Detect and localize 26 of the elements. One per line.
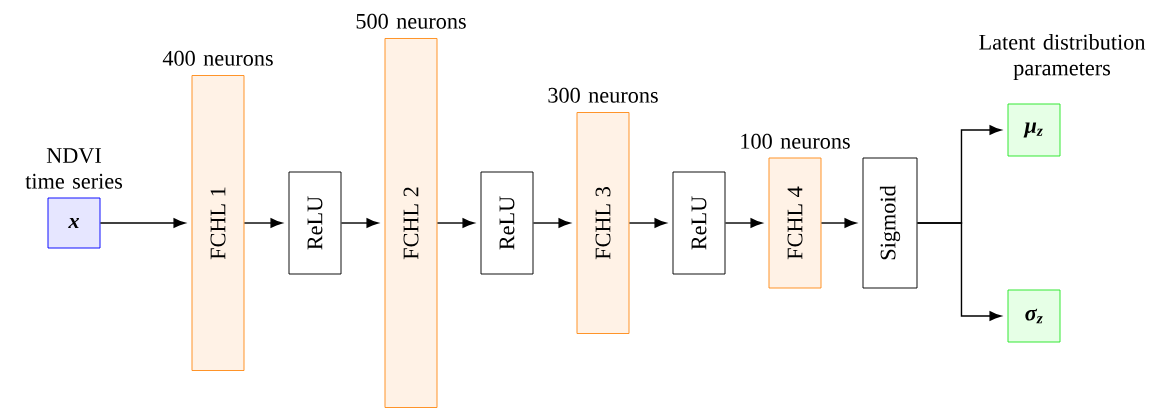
- heading-label: Latent distribution parameters: [979, 34, 1146, 80]
- arrow: [243, 218, 283, 228]
- output-box: σ$_{z}$: [1007, 289, 1061, 343]
- arrow: [628, 218, 667, 228]
- activation-box: ReLU: [480, 171, 534, 275]
- arrow: [820, 218, 857, 228]
- output-box: μ$_{z}$: [1007, 103, 1061, 157]
- layer-size-label: 500 neurons: [356, 13, 466, 29]
- arrow: [916, 222, 1002, 321]
- activation-box: ReLU: [672, 171, 726, 275]
- arrow: [99, 218, 186, 228]
- arrow: [724, 218, 763, 228]
- layer-box: FCHL 2: [384, 38, 438, 408]
- activation-box: ReLU: [288, 171, 342, 275]
- layer-size-label: 400 neurons: [162, 50, 273, 66]
- arrow: [436, 218, 475, 228]
- layer-box: FCHL 3: [576, 112, 630, 334]
- input-label: NDVI time series: [25, 148, 123, 189]
- layer-size-label: 100 neurons: [741, 133, 850, 149]
- arrow: [340, 218, 379, 228]
- input-box: x: [47, 197, 101, 249]
- layer-box: FCHL 4: [768, 157, 822, 289]
- layer-size-label: 300 neurons: [548, 87, 658, 103]
- activation-box: Sigmoid: [862, 157, 918, 289]
- arrow: [532, 218, 571, 228]
- layer-box: FCHL 1: [191, 75, 245, 371]
